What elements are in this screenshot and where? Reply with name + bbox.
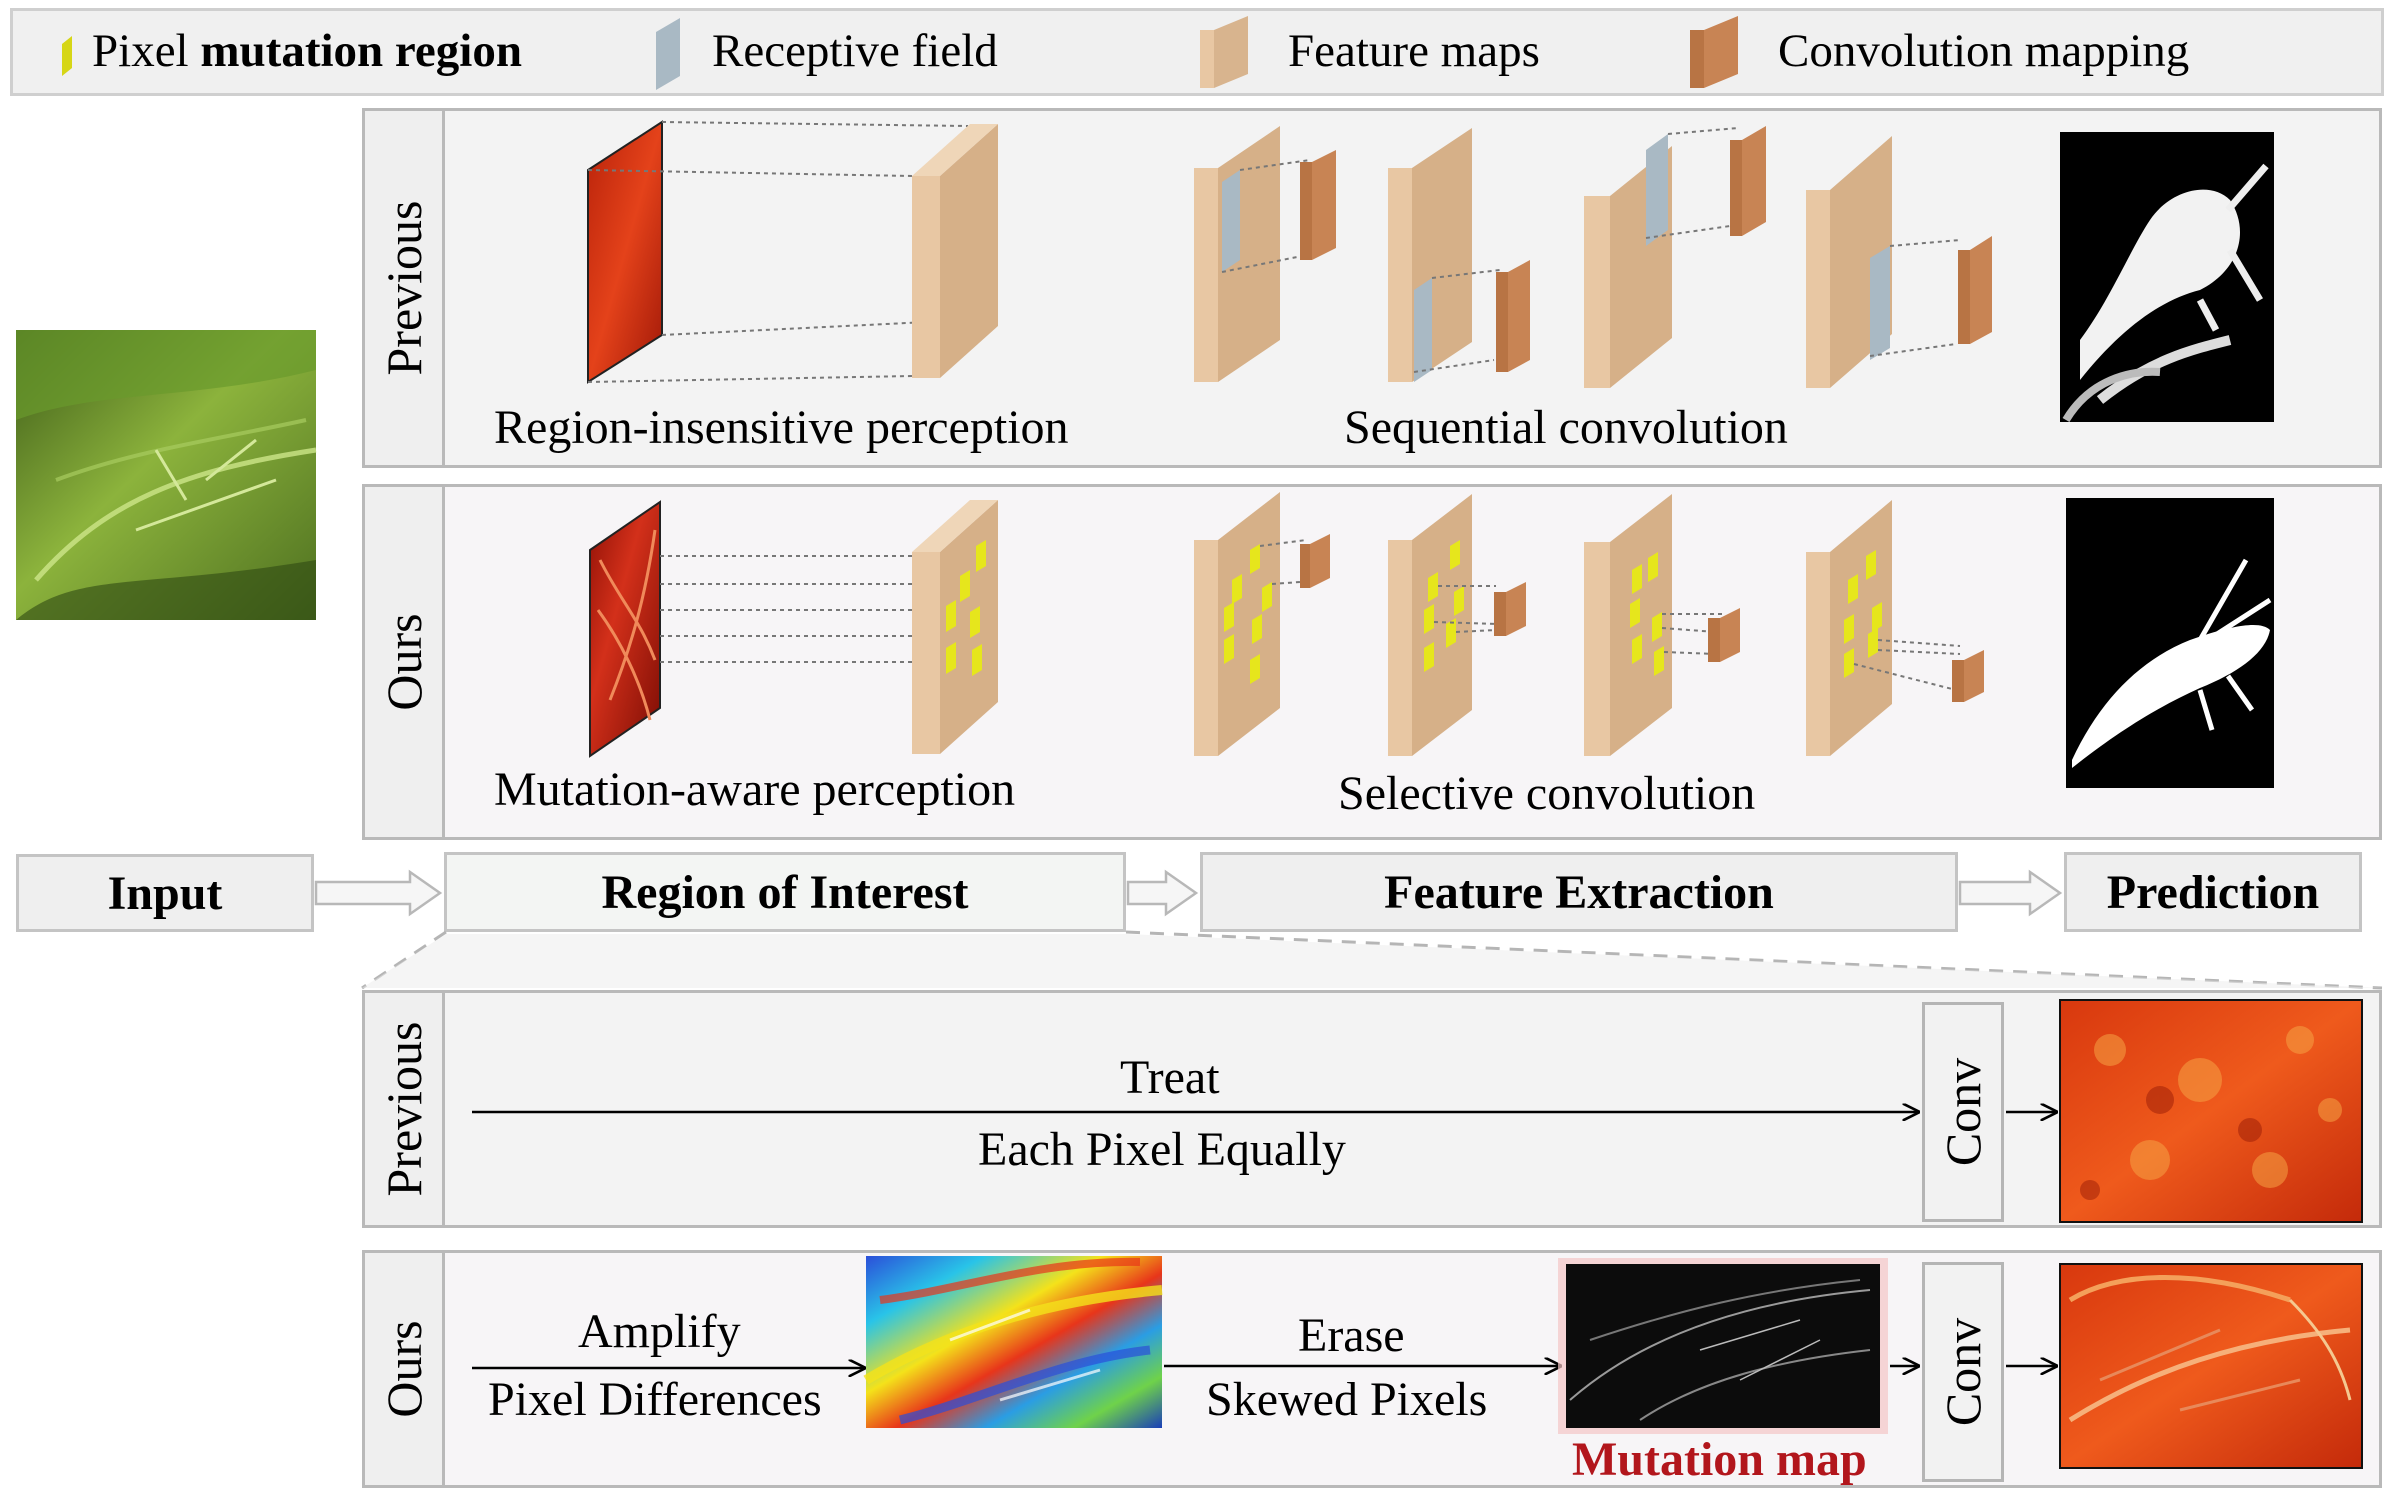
bottom-previous-tag: Previous xyxy=(365,993,445,1225)
sel-block-2 xyxy=(1388,494,1526,756)
skewed-pixels-label: Skewed Pixels xyxy=(1206,1373,1488,1426)
feature-maps-icon xyxy=(1200,16,1248,88)
legend-pixel-prefix: Pixel xyxy=(92,25,201,77)
legend-pixel-mutation: Pixel mutation region xyxy=(92,24,522,78)
seq-block-1 xyxy=(1194,126,1336,382)
output-heatmap-previous xyxy=(2059,999,2363,1223)
conv-box-ours: Conv xyxy=(1922,1262,2004,1482)
conv-box-previous: Conv xyxy=(1922,1002,2004,1222)
legend-receptive-field: Receptive field xyxy=(712,25,998,77)
amplified-difference-image xyxy=(863,1256,1163,1428)
prediction-ours xyxy=(2066,498,2274,788)
treat-label: Treat xyxy=(1120,1051,1220,1104)
erase-label: Erase xyxy=(1298,1309,1405,1362)
each-pixel-label: Each Pixel Equally xyxy=(978,1123,1346,1176)
legend-convolution-mapping: Convolution mapping xyxy=(1778,25,2190,77)
sel-block-1 xyxy=(1194,492,1330,756)
sel-block-3 xyxy=(1584,494,1740,756)
top-previous-panel xyxy=(362,108,2382,468)
pipe-arrow-2 xyxy=(1126,869,1199,917)
stage-feature-extraction: Feature Extraction xyxy=(1200,852,1958,932)
pipe-arrow-3 xyxy=(1958,869,2063,917)
mutation-map-label: Mutation map xyxy=(1572,1433,1867,1486)
legend-pixel-bold: mutation region xyxy=(200,25,522,77)
pixel-differences-label: Pixel Differences xyxy=(488,1373,822,1426)
stage-prediction: Prediction xyxy=(2064,852,2362,932)
convolution-mapping-icon xyxy=(1690,16,1738,88)
pipe-arrow-1 xyxy=(314,869,443,917)
feature-map-large-ours xyxy=(912,500,998,754)
seq-block-2 xyxy=(1388,128,1530,382)
seq-block-3 xyxy=(1584,126,1766,388)
legend-feature-maps: Feature maps xyxy=(1288,25,1540,77)
top-previous-tag: Previous xyxy=(365,111,445,465)
prediction-previous xyxy=(2060,132,2274,423)
caption-region-insensitive: Region-insensitive perception xyxy=(494,401,1069,454)
feature-map-large-previous xyxy=(912,124,998,378)
amplify-label: Amplify xyxy=(578,1305,741,1358)
bottom-ours-tag: Ours xyxy=(365,1253,445,1485)
seq-block-4 xyxy=(1806,136,1992,388)
caption-sequential-convolution: Sequential convolution xyxy=(1344,401,1788,454)
receptive-field-icon xyxy=(656,18,680,90)
top-ours-tag: Ours xyxy=(365,487,445,837)
sel-block-4 xyxy=(1806,500,1984,756)
input-image xyxy=(16,330,317,620)
pixel-mutation-icon xyxy=(62,36,72,76)
caption-selective-convolution: Selective convolution xyxy=(1338,767,1756,820)
legend-bar xyxy=(10,8,2384,96)
stage-region-of-interest: Region of Interest xyxy=(444,852,1126,932)
top-ours-panel xyxy=(362,484,2382,840)
stage-input: Input xyxy=(16,854,314,932)
output-heatmap-ours xyxy=(2059,1263,2363,1469)
mutation-map-image xyxy=(1558,1258,1888,1434)
caption-mutation-aware: Mutation-aware perception xyxy=(494,763,1016,816)
